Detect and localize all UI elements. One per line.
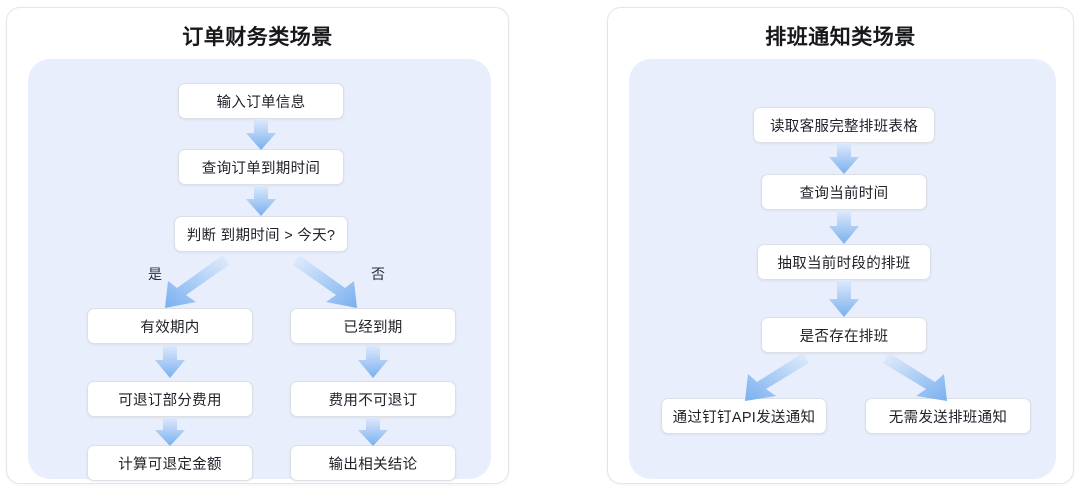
flow-node-fee-non-refundable[interactable]: 费用不可退订	[290, 381, 456, 417]
flow-node-partial-refundable-fee[interactable]: 可退订部分费用	[87, 381, 253, 417]
flow-node-extract-current-shift[interactable]: 抽取当前时段的排班	[757, 244, 931, 280]
flow-node-within-validity[interactable]: 有效期内	[87, 308, 253, 344]
arrow-down-expired-to-nonrefundable	[353, 345, 393, 379]
arrow-branch-no	[293, 255, 373, 311]
card-title-shift-notification: 排班通知类场景	[765, 26, 916, 49]
arrow-down-input-to-query	[241, 119, 281, 151]
flow-node-query-expiry-time[interactable]: 查询订单到期时间	[178, 149, 344, 185]
flow-panel-shift-notification: 读取客服完整排班表格 查询当前时间 抽取当前时段的排班 是否存在排班 通过钉钉A…	[629, 59, 1056, 479]
flow-node-decision-shift-exists[interactable]: 是否存在排班	[761, 317, 927, 353]
flow-node-decision-expiry-vs-today[interactable]: 判断 到期时间 > 今天?	[174, 216, 348, 252]
scenario-card-shift-notification: 排班通知类场景 读取客服完整排班表格 查询当前时间 抽取当前时段的排班 是否存在…	[607, 7, 1074, 484]
flow-node-calculate-refund-amount[interactable]: 计算可退定金额	[87, 445, 253, 481]
flow-node-query-current-time[interactable]: 查询当前时间	[761, 174, 927, 210]
arrow-down-nonrefundable-to-output	[353, 417, 393, 447]
arrow-branch-shift-exists	[725, 353, 809, 403]
arrow-branch-shift-absent	[883, 353, 967, 403]
branch-label-no: 否	[371, 266, 385, 282]
flow-node-input-order-info[interactable]: 输入订单信息	[178, 83, 344, 119]
flow-node-send-notification-via-dingtalk[interactable]: 通过钉钉API发送通知	[661, 398, 827, 434]
arrow-down-extract-to-decision	[824, 280, 864, 318]
flow-node-output-conclusion[interactable]: 输出相关结论	[290, 445, 456, 481]
branch-label-yes: 是	[148, 266, 162, 282]
flow-node-no-notification-needed[interactable]: 无需发送排班通知	[865, 398, 1031, 434]
flow-panel-order-finance: 输入订单信息 查询订单到期时间 判断 到期时间 > 今天? 有效期内 已经到期 …	[28, 59, 491, 481]
flow-node-read-shift-table[interactable]: 读取客服完整排班表格	[753, 107, 935, 143]
card-title-order-finance: 订单财务类场景	[182, 26, 333, 49]
flow-node-already-expired[interactable]: 已经到期	[290, 308, 456, 344]
arrow-down-query-time-to-extract	[824, 210, 864, 245]
arrow-down-partial-fee-to-calculate	[150, 417, 190, 447]
scenario-card-order-finance: 订单财务类场景 输入订单信息 查询订单到期时间 判断 到期时间 > 今天? 有效…	[6, 7, 509, 484]
arrow-down-query-to-decision	[241, 185, 281, 217]
arrow-down-read-to-query-time	[824, 143, 864, 175]
arrow-down-validity-to-partial-fee	[150, 345, 190, 379]
